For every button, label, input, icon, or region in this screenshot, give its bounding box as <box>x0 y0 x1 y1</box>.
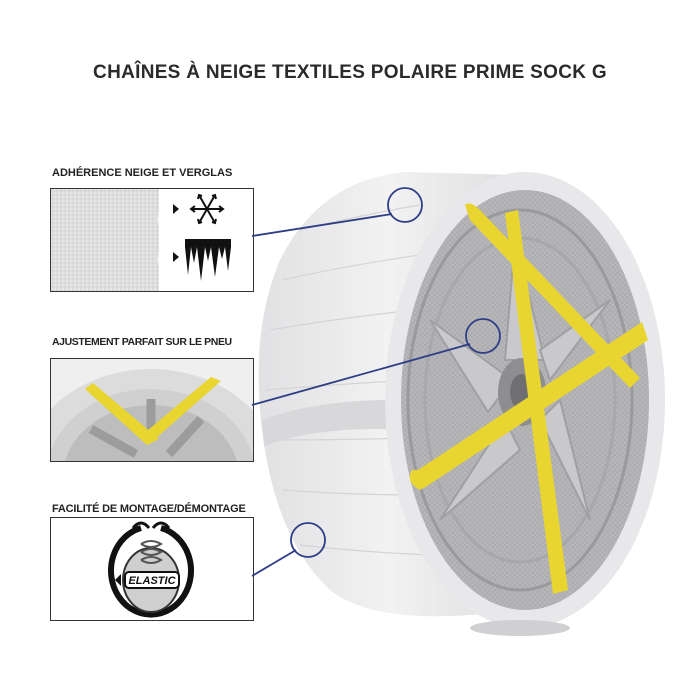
callout-lines <box>251 187 501 577</box>
mounting-panel: ELASTIC <box>50 517 254 621</box>
yellow-strap-left <box>85 383 159 445</box>
page-title: CHAÎNES À NEIGE TEXTILES POLAIRE PRIME S… <box>93 62 607 83</box>
fabric-texture <box>51 189 161 291</box>
ice-icon <box>185 239 231 281</box>
fit-panel <box>50 358 254 462</box>
yellow-strap-diagonal <box>418 322 648 488</box>
yellow-strap-top-left <box>465 203 640 388</box>
feature-label-grip: ADHÉRENCE NEIGE ET VERGLAS <box>52 167 233 179</box>
feature-label-mounting: FACILITÉ DE MONTAGE/DÉMONTAGE <box>52 503 246 515</box>
grip-panel <box>50 188 254 292</box>
yellow-strap-right <box>147 377 221 439</box>
elastic-badge: ELASTIC <box>128 575 176 587</box>
spring-icon <box>140 540 163 564</box>
feature-label-fit: AJUSTEMENT PARFAIT SUR LE PNEU <box>52 336 232 348</box>
snowflake-icon <box>189 193 225 225</box>
